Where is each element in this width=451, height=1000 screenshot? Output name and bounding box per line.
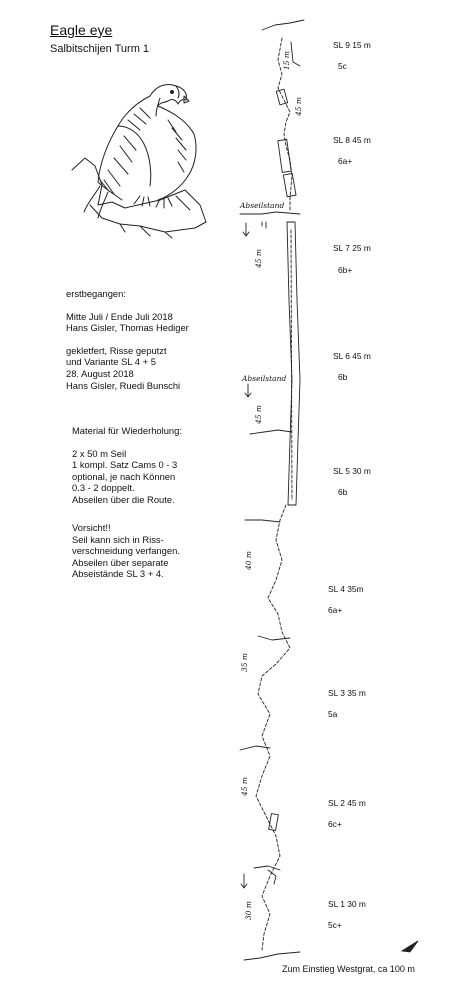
rock-ledges (239, 519, 301, 961)
rappel-length: 45 m (254, 248, 263, 268)
summit-ridge (261, 19, 305, 31)
pitch-label: SL 5 30 m (333, 466, 371, 476)
pitch-grade: 5c+ (328, 920, 342, 930)
rappel-length: 15 m (282, 50, 291, 70)
pitch-grade: 5c (338, 61, 347, 71)
material-item: 2 x 50 m Seil (72, 447, 127, 459)
approach-note: Zum Einstieg Westgrat, ca 100 m (282, 964, 415, 974)
pitch-label: SL 1 30 m (328, 899, 366, 909)
pitch-label: SL 6 45 m (333, 351, 371, 361)
north-arrow-icon (400, 940, 419, 953)
rappel-length: 30 m (244, 900, 253, 920)
material-item: optional, je nach Können (72, 470, 176, 482)
pitch-grade: 6b (338, 372, 348, 382)
caution-line: verschneidung verfangen. (72, 545, 180, 557)
caution-line: Abseistände SL 3 + 4. (72, 568, 164, 580)
pitch-label: SL 7 25 m (333, 243, 371, 253)
rappel-length: 35 m (240, 652, 249, 672)
first-ascent-climbers: Hans Gisler, Thomas Hediger (66, 322, 189, 334)
crack-sl8a (275, 88, 289, 106)
cleanup-line-1: gekletfert, Risse geputzt (66, 344, 167, 356)
first-ascent-date: Mitte Juli / Ende Juli 2018 (66, 310, 173, 322)
page-title: Eagle eye (50, 22, 113, 38)
rappel-length: 45 m (240, 776, 249, 796)
crack-sl7-sl5 (286, 221, 301, 506)
pitch-grade: 6a+ (338, 156, 353, 166)
cleanup-date: 28. August 2018 (66, 367, 134, 379)
caution-heading: Vorsicht!! (72, 522, 111, 533)
pitch-grade: 6a+ (328, 605, 343, 615)
crack-sl8c (282, 173, 297, 198)
caution-line: Seil kann sich in Riss- (72, 533, 164, 545)
caution-line: Abseilen über separate (72, 556, 169, 568)
first-ascent-heading: erstbegangen: (66, 288, 126, 299)
rappel-length: 40 m (244, 550, 253, 570)
crack-sl8b (277, 139, 292, 173)
rappel-station-label: Abseilstand (240, 201, 285, 210)
page-subtitle: Salbitschijen Turm 1 (50, 43, 150, 55)
cleanup-climbers: Hans Gisler, Ruedi Bunschi (66, 379, 181, 391)
pitch-label: SL 4 35m (328, 584, 364, 594)
rappel-station-label: Abseilstand (242, 374, 287, 383)
rappel-length: 45 m (294, 96, 303, 116)
pitch-grade: 6c+ (328, 819, 342, 829)
material-item: 1 kompl. Satz Cams 0 - 3 (72, 459, 178, 471)
rappel-length: 45 m (254, 404, 263, 424)
ledge-sl8 (239, 211, 301, 215)
crack-sl9 (290, 41, 301, 67)
material-item: Abseilen über die Route. (72, 493, 175, 505)
cleanup-line-2: und Variante SL 4 + 5 (66, 356, 156, 368)
pitch-label: SL 2 45 m (328, 798, 366, 808)
pitch-label: SL 9 15 m (333, 40, 371, 50)
pitch-grade: 6b+ (338, 265, 353, 275)
ledge-sl6 (249, 429, 293, 435)
crack-sl2 (268, 813, 279, 832)
pitch-label: SL 8 45 m (333, 135, 371, 145)
pitch-grade: 5a (328, 709, 338, 719)
pitch-label: SL 3 35 m (328, 688, 366, 698)
material-heading: Material für Wiederholung: (72, 425, 182, 436)
material-item: 0.3 - 2 doppelt. (72, 482, 135, 494)
pitch-grade: 6b (338, 487, 348, 497)
route-line-lower (255, 504, 291, 951)
